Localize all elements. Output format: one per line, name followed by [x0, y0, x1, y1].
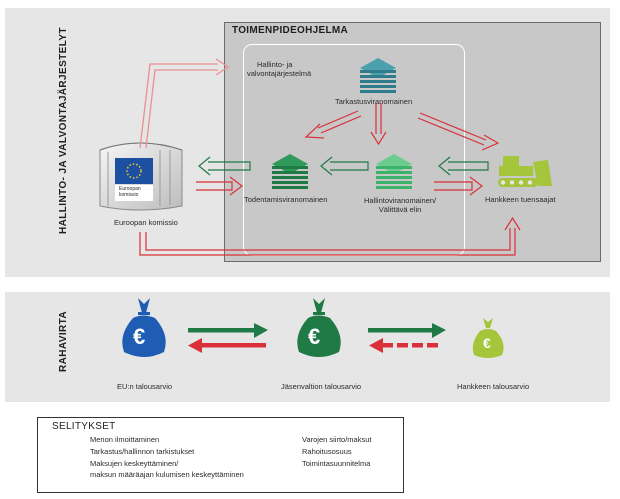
beneficiaries-label: Hankkeen tuensaajat [485, 195, 556, 204]
programme-title: TOIMENPIDEOHJELMA [232, 25, 349, 36]
national-budget-label: Jäsenvaltion talousarvio [281, 382, 362, 391]
legend-item-interruption: Maksujen keskeyttäminen/ [90, 459, 179, 468]
legend-box [37, 417, 404, 493]
commission-flag-caption-line1: Euroopan [119, 186, 141, 192]
managing-authority-building-icon [376, 154, 412, 189]
legend-title: SELITYKSET [52, 421, 116, 432]
legend-item-transfer: Varojen siirto/maksut [302, 435, 372, 444]
national-bag-euro-symbol: € [308, 324, 321, 349]
control-system-label: Hallinto- ja valvontajärjestelmä [247, 60, 311, 78]
certifying-authority-building-icon [272, 154, 308, 189]
programme-box [224, 22, 601, 262]
audit-check-arrows [304, 103, 500, 151]
financing-contribution-arrows [188, 338, 438, 353]
managing-authority-label-line2: Välittävä elin [378, 205, 422, 214]
audit-authority-label: Tarkastusviranomainen [335, 97, 413, 106]
commission-flag-caption: Euroopan komissio [119, 186, 141, 198]
legend-item-action-plan: Toimintasuunnitelma [302, 459, 371, 468]
commission-flag-caption-line2: komissio [119, 192, 139, 198]
national-budget-money-bag-icon [297, 298, 341, 357]
interruption-arrows [139, 176, 521, 256]
commission-label: Euroopan komissio [114, 218, 178, 227]
managing-authority-label: Hallintoviranomainen/ Välittävä elin [364, 196, 436, 214]
audit-authority-building-icon [360, 58, 396, 93]
bulldozer-icon [498, 156, 552, 187]
control-system-label-line1: Hallinto- ja [257, 60, 293, 69]
eu-flag-icon [115, 158, 153, 184]
managing-authority-label-line1: Hallintoviranomainen/ [364, 196, 437, 205]
action-plan-arrow [139, 58, 230, 149]
legend-item-declaration: Menon ilmoittaminen [90, 435, 160, 444]
declaration-arrows [198, 156, 489, 176]
project-budget-money-bag-icon [472, 318, 504, 358]
legend-item-contribution: Rahoitusosuus [302, 447, 352, 456]
project-budget-label: Hankkeen talousarvio [457, 382, 530, 391]
legend-item-check: Tarkastus/hallinnon tarkistukset [90, 447, 195, 456]
commission-building-icon [99, 142, 183, 211]
eu-budget-label: EU:n talousarvio [117, 382, 173, 391]
fund-transfer-arrows [188, 323, 446, 338]
eu-budget-money-bag-icon [122, 298, 166, 357]
certifying-authority-label: Todentamisviranomainen [244, 195, 328, 204]
eu-bag-euro-symbol: € [133, 324, 146, 349]
project-bag-euro-symbol: € [483, 335, 491, 351]
control-system-label-line2: valvontajärjestelmä [247, 69, 312, 78]
legend-item-interruption-cont: maksun määräajan kulumisen keskeyttämine… [90, 470, 244, 479]
